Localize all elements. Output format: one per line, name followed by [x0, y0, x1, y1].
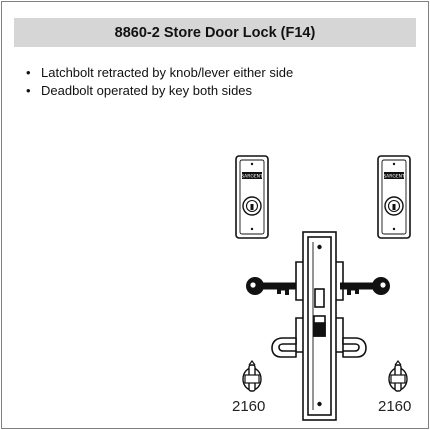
- title-bar: 8860-2 Store Door Lock (F14): [14, 18, 416, 47]
- lever-icon: [342, 337, 367, 358]
- escutcheon-badge-right: SARGENT: [383, 174, 405, 180]
- feature-list: Latchbolt retracted by knob/lever either…: [26, 64, 293, 100]
- page-title: 8860-2 Store Door Lock (F14): [114, 24, 316, 41]
- list-item: Deadbolt operated by key both sides: [26, 82, 293, 100]
- trim-number-left: 2160: [232, 398, 266, 415]
- key-icon: [340, 277, 390, 295]
- cylinder-escutcheon-icon: [377, 155, 411, 239]
- thumb-turn-icon: [242, 360, 262, 392]
- escutcheon-badge-left: SARGENT: [241, 174, 263, 180]
- thumb-turn-icon: [388, 360, 408, 392]
- key-icon: [246, 277, 296, 295]
- lock-body-icon: [295, 231, 344, 421]
- trim-number-right: 2160: [378, 398, 412, 415]
- cylinder-escutcheon-icon: [235, 155, 269, 239]
- list-item: Latchbolt retracted by knob/lever either…: [26, 64, 293, 82]
- lever-icon: [271, 337, 297, 358]
